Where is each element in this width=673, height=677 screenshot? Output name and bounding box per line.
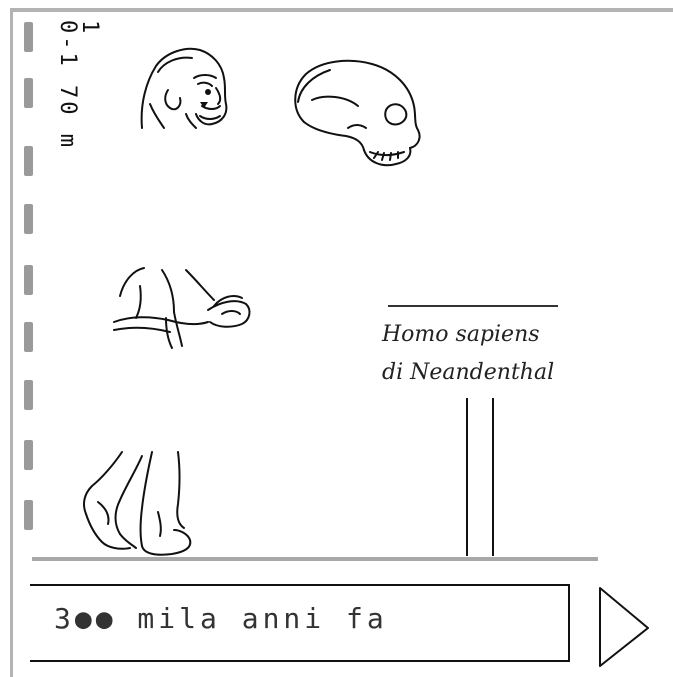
species-name-line2: di Neandenthal	[382, 354, 612, 392]
timeline-marker-line-right	[492, 398, 494, 556]
frame-top-border	[10, 8, 673, 12]
scale-measure: 0-1 70 m	[55, 20, 80, 150]
ruler-dash	[24, 322, 33, 352]
crouching-figure-illustration	[110, 266, 256, 350]
ruler-dash	[24, 265, 33, 295]
ground-baseline	[32, 557, 598, 561]
frame-left-border	[10, 8, 13, 677]
ruler-dash	[24, 440, 33, 470]
neanderthal-head-illustration	[138, 44, 234, 132]
ruler-dash	[24, 500, 33, 530]
scale-number: 1	[78, 20, 100, 134]
ruler-dash	[24, 380, 33, 410]
species-marker-line	[388, 305, 558, 307]
time-period-label: 3●● mila anni fa	[54, 602, 388, 635]
species-caption: Homo sapiens di Neandenthal	[382, 316, 612, 392]
ruler-dash	[24, 204, 33, 234]
timeline-marker-line-left	[466, 398, 468, 556]
species-name-line1: Homo sapiens	[382, 316, 612, 354]
play-triangle-icon[interactable]	[594, 584, 654, 670]
ruler-dash	[24, 146, 33, 176]
skull-illustration	[290, 58, 424, 170]
scale-label: 1 0-1 70 m	[56, 20, 100, 150]
ruler-dash	[24, 78, 33, 108]
walking-legs-illustration	[80, 450, 198, 564]
ruler-dash	[24, 22, 33, 52]
